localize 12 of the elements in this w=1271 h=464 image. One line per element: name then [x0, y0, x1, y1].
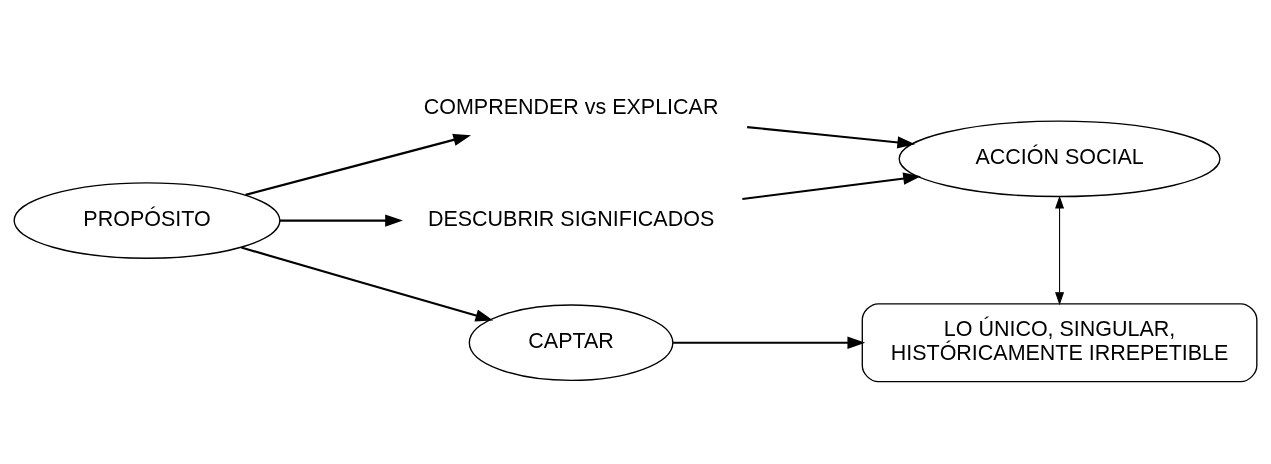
arrow — [241, 246, 494, 322]
arrow — [279, 214, 403, 227]
node-ellipse: CAPTAR — [468, 304, 674, 382]
node-text: DESCUBRIR SIGNIFICADOS — [427, 206, 715, 231]
arrow — [742, 172, 921, 201]
arrow — [1055, 195, 1065, 306]
node-text: COMPRENDER vs EXPLICAR — [423, 95, 719, 120]
arrow — [747, 126, 916, 149]
node-box: LO ÚNICO, SINGULAR, HISTÓRICAMENTE IRREPETIBLE — [861, 303, 1258, 383]
arrow — [673, 336, 866, 349]
node-ellipse: PROPÓSITO — [13, 182, 281, 259]
arrow — [245, 133, 472, 196]
